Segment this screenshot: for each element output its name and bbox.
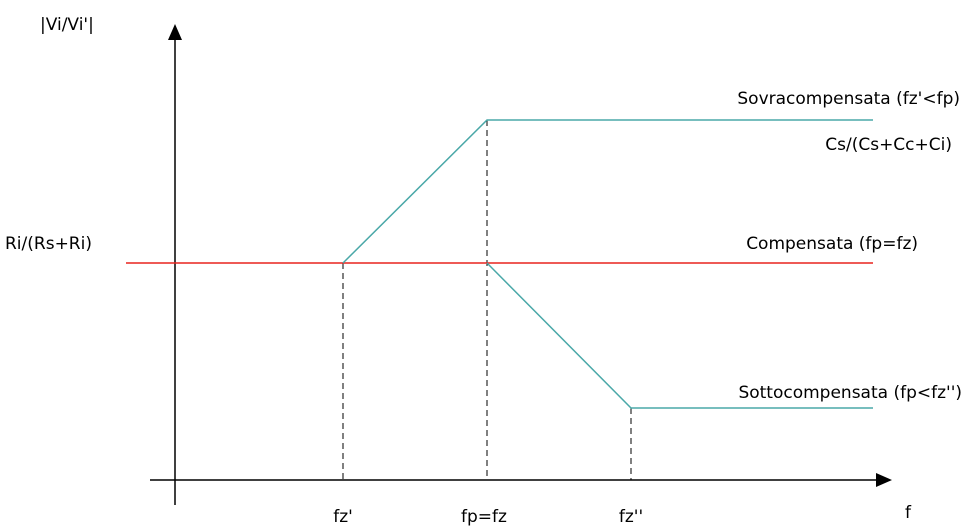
tick-label-fp-fz: fp=fz — [461, 507, 507, 527]
tick-label-fz-double-prime: fz'' — [619, 507, 643, 527]
y-axis-arrow — [168, 24, 182, 40]
x-axis-label: f — [905, 503, 912, 523]
x-axis-arrow — [876, 473, 892, 487]
tick-label-fz-prime: fz' — [333, 507, 353, 527]
overcompensated-label: Sovracompensata (fz'<fp) — [737, 89, 960, 109]
overcompensated-curve — [342, 119, 873, 264]
undercompensated-label: Sottocompensata (fp<fz'') — [738, 383, 962, 403]
y-axis-label: |Vi/Vi'| — [40, 15, 94, 35]
overcompensated-value-label: Cs/(Cs+Cc+Ci) — [825, 135, 952, 155]
undercompensated-curve — [486, 262, 873, 409]
level-label: Ri/(Rs+Ri) — [5, 234, 92, 254]
compensated-label: Compensata (fp=fz) — [746, 234, 918, 254]
